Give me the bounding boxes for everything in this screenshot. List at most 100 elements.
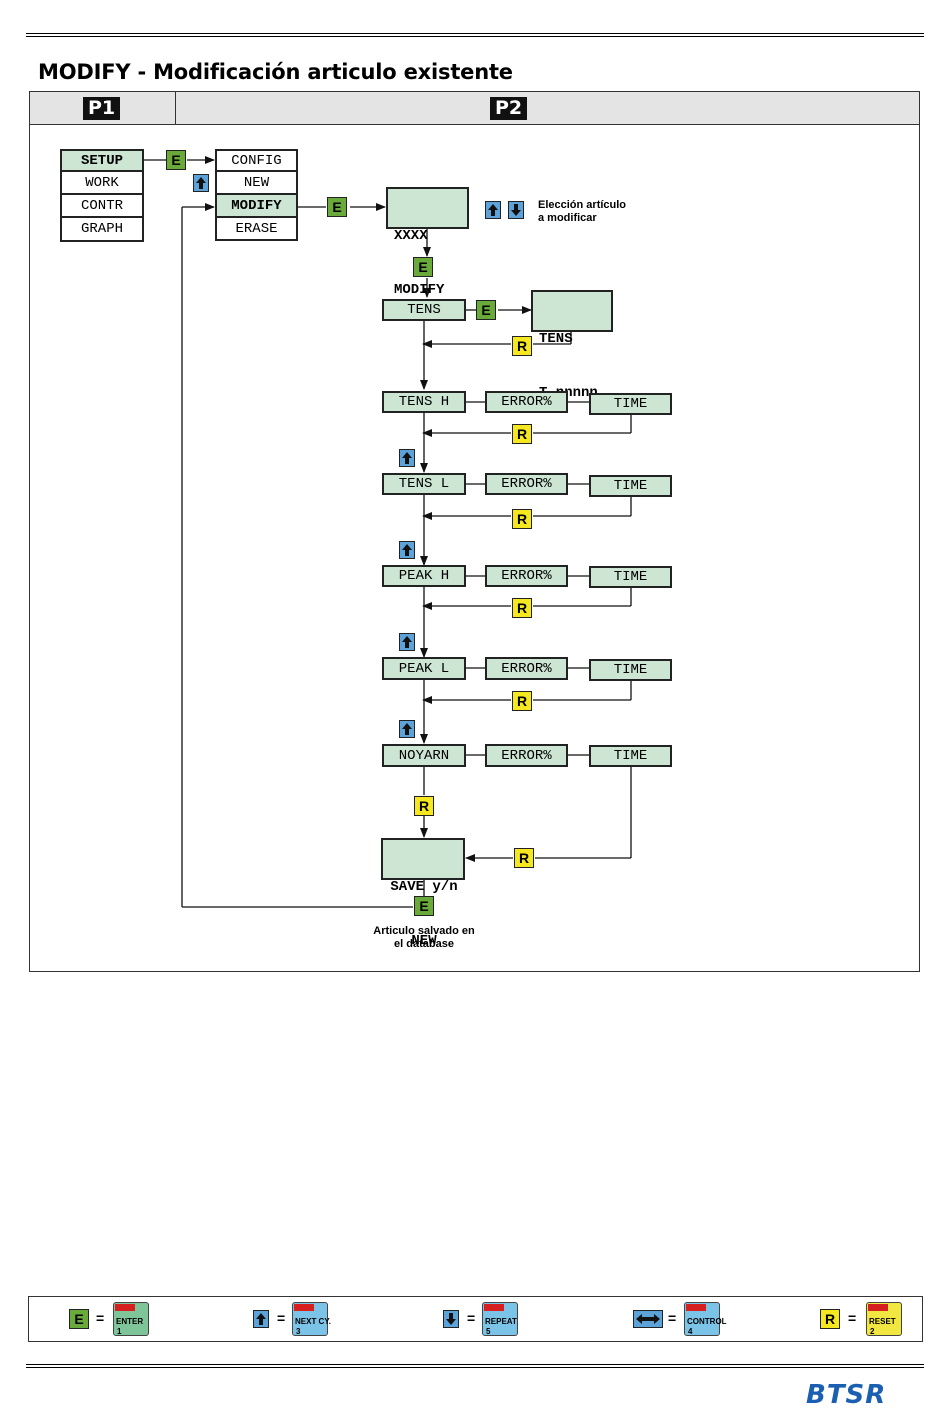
key-label: NEXT CY. xyxy=(295,1317,332,1326)
article-saved-note: Articulo salvado en el database xyxy=(366,925,482,951)
key-label: ENTER xyxy=(116,1317,144,1326)
error-field[interactable]: ERROR% xyxy=(485,657,568,680)
equals-sign: = xyxy=(96,1310,105,1326)
menu-item-graph[interactable]: GRAPH xyxy=(60,218,144,242)
diagram-frame xyxy=(29,125,920,972)
led-indicator xyxy=(868,1304,888,1311)
next-cycle-key-button: NEXT CY. 3 xyxy=(292,1302,332,1336)
menu-item-config[interactable]: CONFIG xyxy=(215,149,298,172)
reset-key-icon: R xyxy=(514,848,534,868)
up-arrow-icon xyxy=(193,174,209,192)
reset-key-icon: R xyxy=(512,424,532,444)
param-peak-h[interactable]: PEAK H xyxy=(382,565,466,587)
up-arrow-icon xyxy=(399,449,415,467)
control-key-button: CONTROL 4 xyxy=(684,1302,727,1336)
param-tens-l[interactable]: TENS L xyxy=(382,473,466,495)
top-rule-2 xyxy=(26,36,924,37)
note-line-2: a modificar xyxy=(538,212,597,224)
left-right-arrow-icon xyxy=(633,1310,663,1328)
bottom-rule xyxy=(26,1364,924,1365)
repeat-key-button: REPEAT 5 xyxy=(482,1302,518,1336)
menu-item-work[interactable]: WORK xyxy=(60,172,144,195)
modify-display: XXXX MODIFY xyxy=(386,187,469,298)
equals-sign: = xyxy=(668,1310,677,1326)
down-arrow-icon xyxy=(443,1310,459,1328)
error-field[interactable]: ERROR% xyxy=(485,565,568,587)
up-arrow-icon xyxy=(253,1310,269,1328)
led-indicator xyxy=(686,1304,706,1311)
equals-sign: = xyxy=(467,1310,476,1326)
param-peak-l[interactable]: PEAK L xyxy=(382,657,466,680)
time-field[interactable]: TIME xyxy=(589,745,672,767)
up-arrow-icon xyxy=(399,541,415,559)
note-line-1: Articulo salvado en xyxy=(373,925,475,937)
key-label: RESET xyxy=(869,1317,896,1326)
param-noyarn[interactable]: NOYARN xyxy=(382,744,466,767)
up-arrow-icon xyxy=(399,633,415,651)
key-number: 3 xyxy=(296,1327,301,1336)
reset-key-icon: R xyxy=(512,598,532,618)
equals-sign: = xyxy=(277,1310,286,1326)
menu-item-setup[interactable]: SETUP xyxy=(60,149,144,172)
time-field[interactable]: TIME xyxy=(589,566,672,588)
error-field[interactable]: ERROR% xyxy=(485,391,568,413)
key-number: 4 xyxy=(688,1327,693,1336)
param-tens[interactable]: TENS xyxy=(382,299,466,321)
up-arrow-icon xyxy=(485,201,501,219)
reset-key-icon: R xyxy=(512,336,532,356)
connector-lines xyxy=(144,156,632,908)
note-line-2: el database xyxy=(394,938,454,950)
menu-item-new[interactable]: NEW xyxy=(215,172,298,195)
enter-key-icon: E xyxy=(476,300,496,320)
enter-key-button: ENTER 1 xyxy=(113,1302,149,1336)
key-label: REPEAT xyxy=(485,1317,517,1326)
bottom-rule-2 xyxy=(26,1367,924,1368)
time-field[interactable]: TIME xyxy=(589,659,672,681)
time-field[interactable]: TIME xyxy=(589,475,672,497)
top-rule xyxy=(26,33,924,34)
key-number: 2 xyxy=(870,1327,875,1336)
time-field[interactable]: TIME xyxy=(589,393,672,415)
led-indicator xyxy=(115,1304,135,1311)
display-line-2: MODIFY xyxy=(394,282,445,298)
menu-item-modify[interactable]: MODIFY xyxy=(215,195,298,218)
reset-key-button: RESET 2 xyxy=(866,1302,902,1336)
display-line-1: TENS xyxy=(539,331,573,347)
key-label: CONTROL xyxy=(687,1317,727,1326)
menu-item-erase[interactable]: ERASE xyxy=(215,218,298,241)
display-line-2: NEW xyxy=(411,933,437,949)
tens-display: TENS T nnnnn xyxy=(531,290,613,401)
enter-key-icon: E xyxy=(327,197,347,217)
key-legend xyxy=(28,1296,923,1342)
save-display: SAVE y/n NEW xyxy=(381,838,465,949)
up-arrow-icon xyxy=(399,720,415,738)
down-arrow-icon xyxy=(508,201,524,219)
enter-key-icon: E xyxy=(413,257,433,277)
display-line-1: XXXX xyxy=(394,228,428,244)
article-selection-note: Elección artículo a modificar xyxy=(538,199,626,225)
p1-label: P1 xyxy=(83,97,121,120)
enter-key-icon: E xyxy=(69,1309,89,1329)
reset-key-icon: R xyxy=(820,1309,840,1329)
display-line-1: SAVE y/n xyxy=(390,879,458,895)
header-divider xyxy=(175,91,176,125)
btsr-logo: BTSR xyxy=(806,1380,887,1410)
enter-key-icon: E xyxy=(414,896,434,916)
reset-key-icon: R xyxy=(512,691,532,711)
error-field[interactable]: ERROR% xyxy=(485,473,568,495)
equals-sign: = xyxy=(848,1310,857,1326)
key-number: 5 xyxy=(486,1327,491,1336)
error-field[interactable]: ERROR% xyxy=(485,744,568,767)
menu-item-contr[interactable]: CONTR xyxy=(60,195,144,218)
page-title: MODIFY - Modificación articulo existente xyxy=(38,60,513,84)
note-line-1: Elección artículo xyxy=(538,199,627,211)
enter-key-icon: E xyxy=(166,150,186,170)
led-indicator xyxy=(484,1304,504,1311)
param-tens-h[interactable]: TENS H xyxy=(382,391,466,413)
reset-key-icon: R xyxy=(414,796,434,816)
key-number: 1 xyxy=(117,1327,122,1336)
table-header xyxy=(29,91,920,125)
p2-label: P2 xyxy=(490,97,528,120)
led-indicator xyxy=(294,1304,314,1311)
reset-key-icon: R xyxy=(512,509,532,529)
